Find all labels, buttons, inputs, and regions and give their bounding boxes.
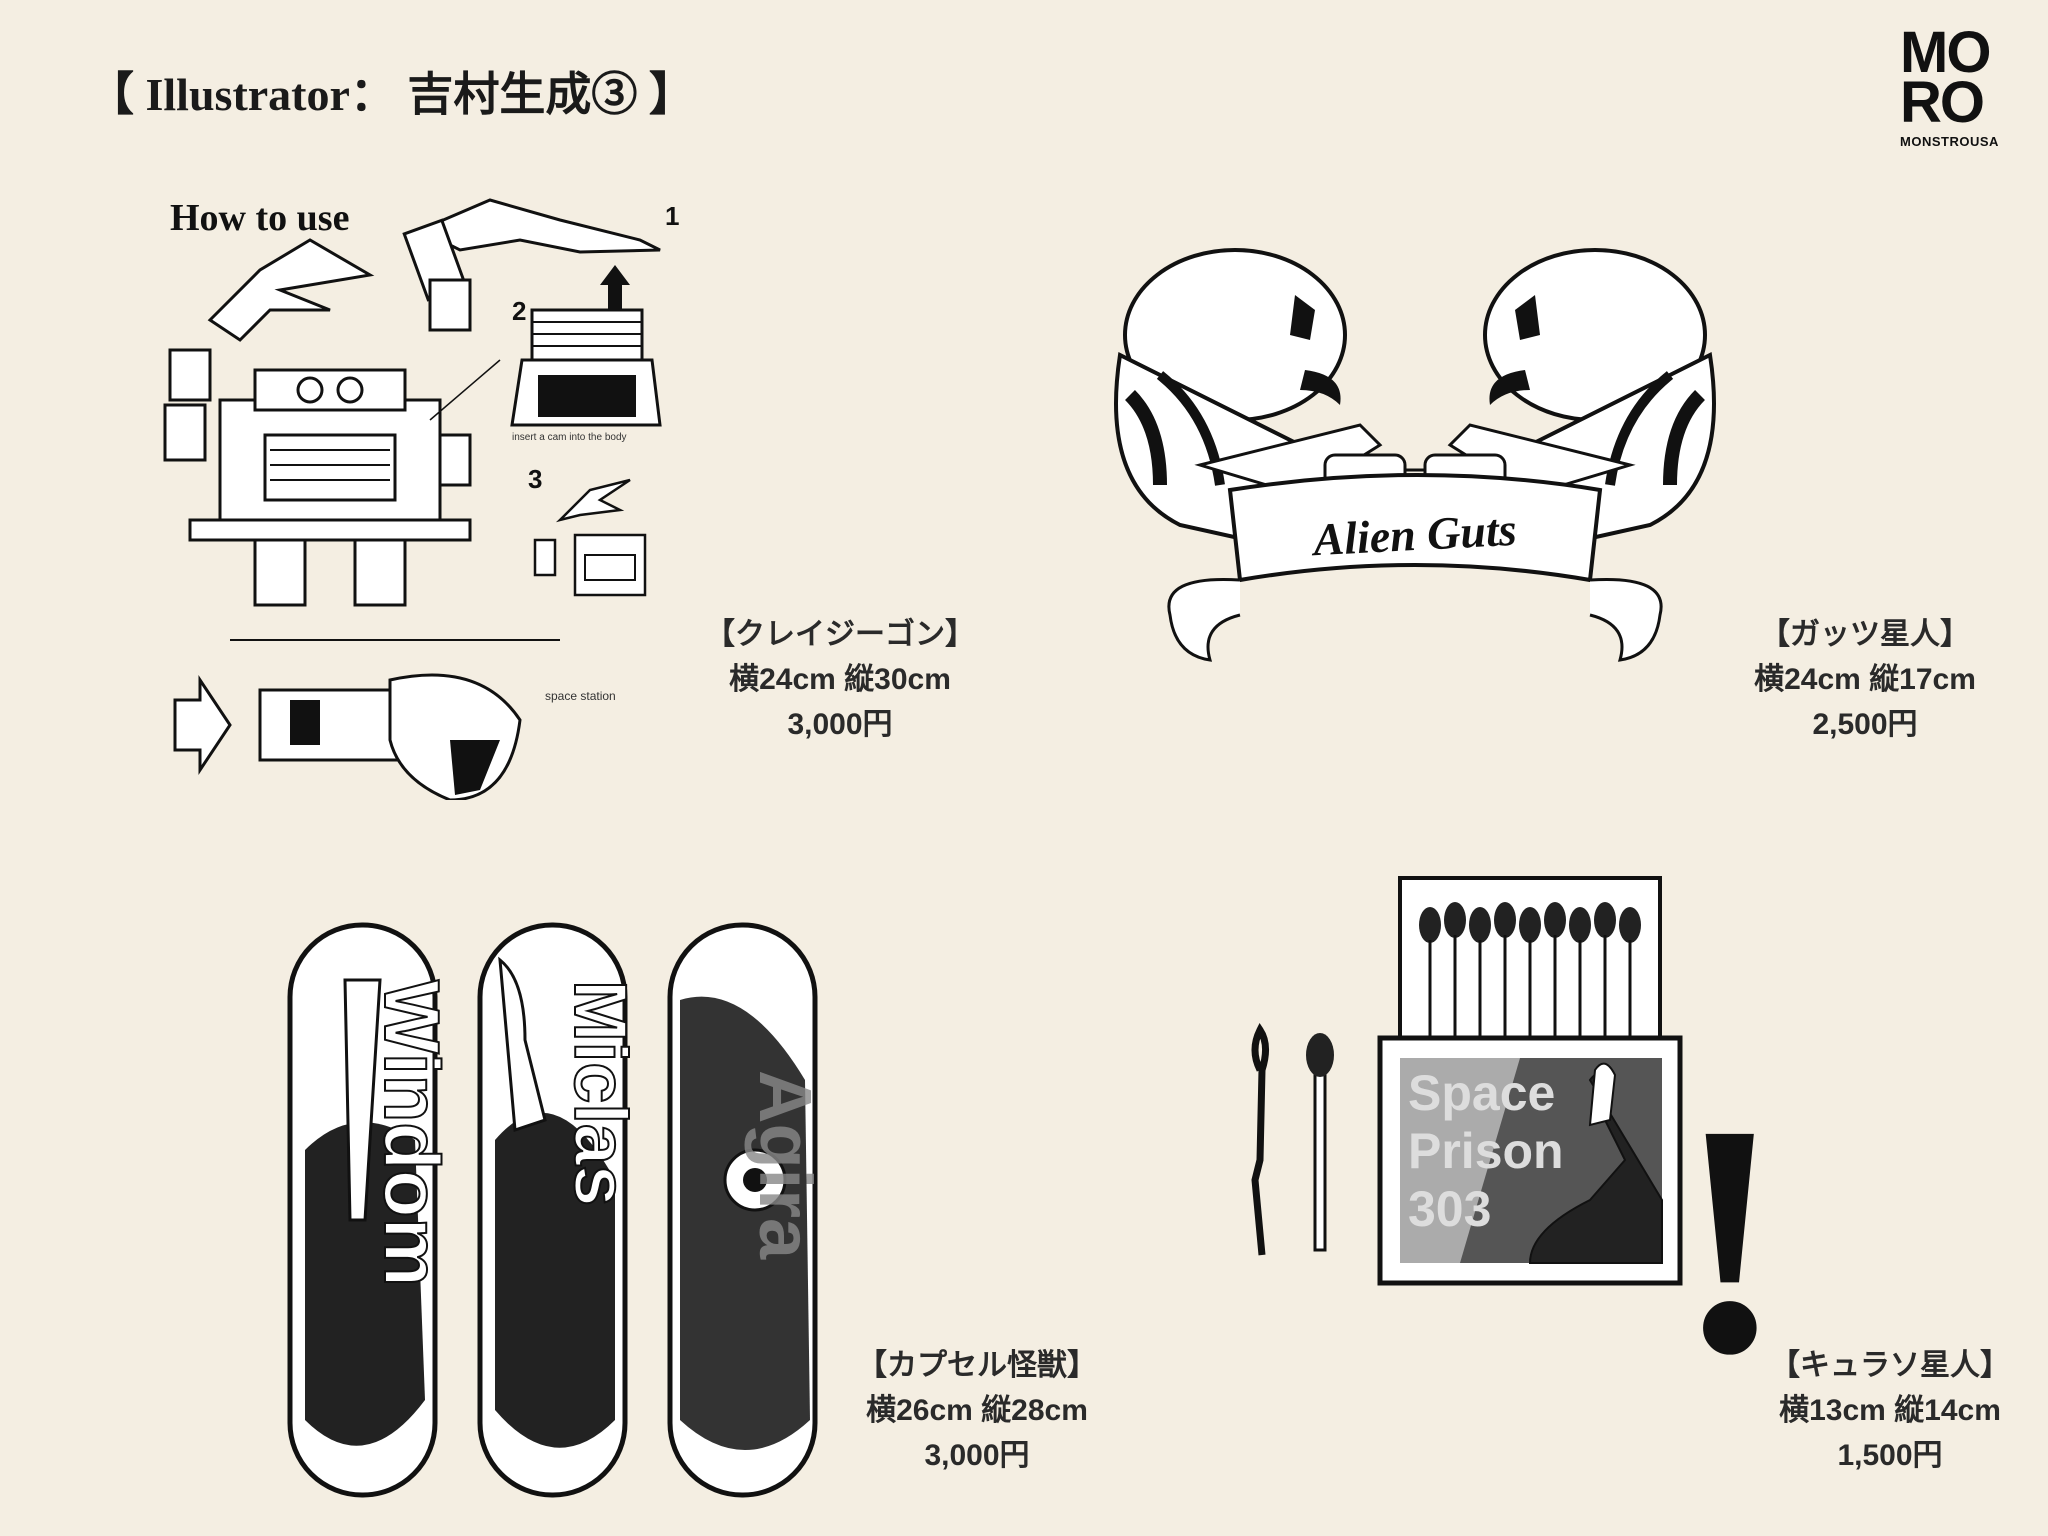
item-price: 3,000円 [787, 708, 893, 741]
item-name: 【キュラソ星人】 [1770, 1349, 2010, 1382]
item-name: 【カプセル怪獣】 [857, 1349, 1097, 1382]
space-station-label: space station [545, 689, 616, 703]
item-name: 【ガッツ星人】 [1760, 618, 1970, 651]
item-caption-alien-guts: 【ガッツ星人】 横24cm 縦17cm 2,500円 [1730, 612, 2000, 747]
number-text: 303 [1408, 1181, 1491, 1237]
item-size: 横24cm 縦17cm [1754, 663, 1976, 696]
logo-subtitle: MONSTROUSA [1900, 134, 1999, 149]
deck-2-label: Miclas [559, 980, 642, 1206]
item-price: 1,500円 [1837, 1439, 1943, 1472]
insert-note: insert a cam into the body [512, 432, 627, 443]
deck-3-label: Agira [744, 1070, 827, 1260]
step-3-label: 3 [528, 464, 542, 494]
deck-1-label: Windom [368, 980, 456, 1287]
item-size: 横13cm 縦14cm [1779, 1394, 2001, 1427]
item-size: 横26cm 縦28cm [866, 1394, 1088, 1427]
item-caption-curaso: 【キュラソ星人】 横13cm 縦14cm 1,500円 [1755, 1343, 2025, 1478]
deck-3: Agira [667, 922, 827, 1498]
alien-guts-banner: Alien Guts [1309, 504, 1518, 566]
item-size: 横24cm 縦30cm [729, 663, 951, 696]
crazygon-artwork: How to use 1 2 insert a cam into the bod… [163, 197, 679, 800]
logo-line-1: MO [1900, 20, 1991, 85]
prison-text: Prison [1408, 1123, 1564, 1179]
deck-1: Windom [287, 922, 457, 1498]
page-title: 【 Illustrator： 吉村生成③ 】 [88, 69, 695, 120]
capsule-monster-artwork: Windom Miclas Agira [287, 922, 827, 1498]
space-text: Space [1408, 1065, 1555, 1121]
step-1-label: 1 [665, 201, 679, 231]
step-2-label: 2 [512, 296, 526, 326]
logo-line-2: RO [1900, 70, 1985, 135]
how-to-use-heading: How to use [170, 197, 349, 239]
exclamation-mark: ! [1675, 1057, 1770, 1420]
monstrousa-logo: MO RO MONSTROUSA [1900, 20, 2026, 154]
item-name: 【クレイジーゴン】 [705, 618, 975, 651]
item-caption-crazygon: 【クレイジーゴン】 横24cm 縦30cm 3,000円 [700, 612, 980, 747]
item-price: 3,000円 [924, 1439, 1030, 1472]
item-price: 2,500円 [1812, 708, 1918, 741]
deck-2: Miclas [477, 922, 643, 1498]
alien-guts-artwork: Alien Guts [1114, 248, 1716, 662]
item-caption-capsule-monster: 【カプセル怪獣】 横26cm 縦28cm 3,000円 [842, 1343, 1112, 1478]
curaso-artwork: Space Prison 303 ! [1251, 876, 1770, 1420]
